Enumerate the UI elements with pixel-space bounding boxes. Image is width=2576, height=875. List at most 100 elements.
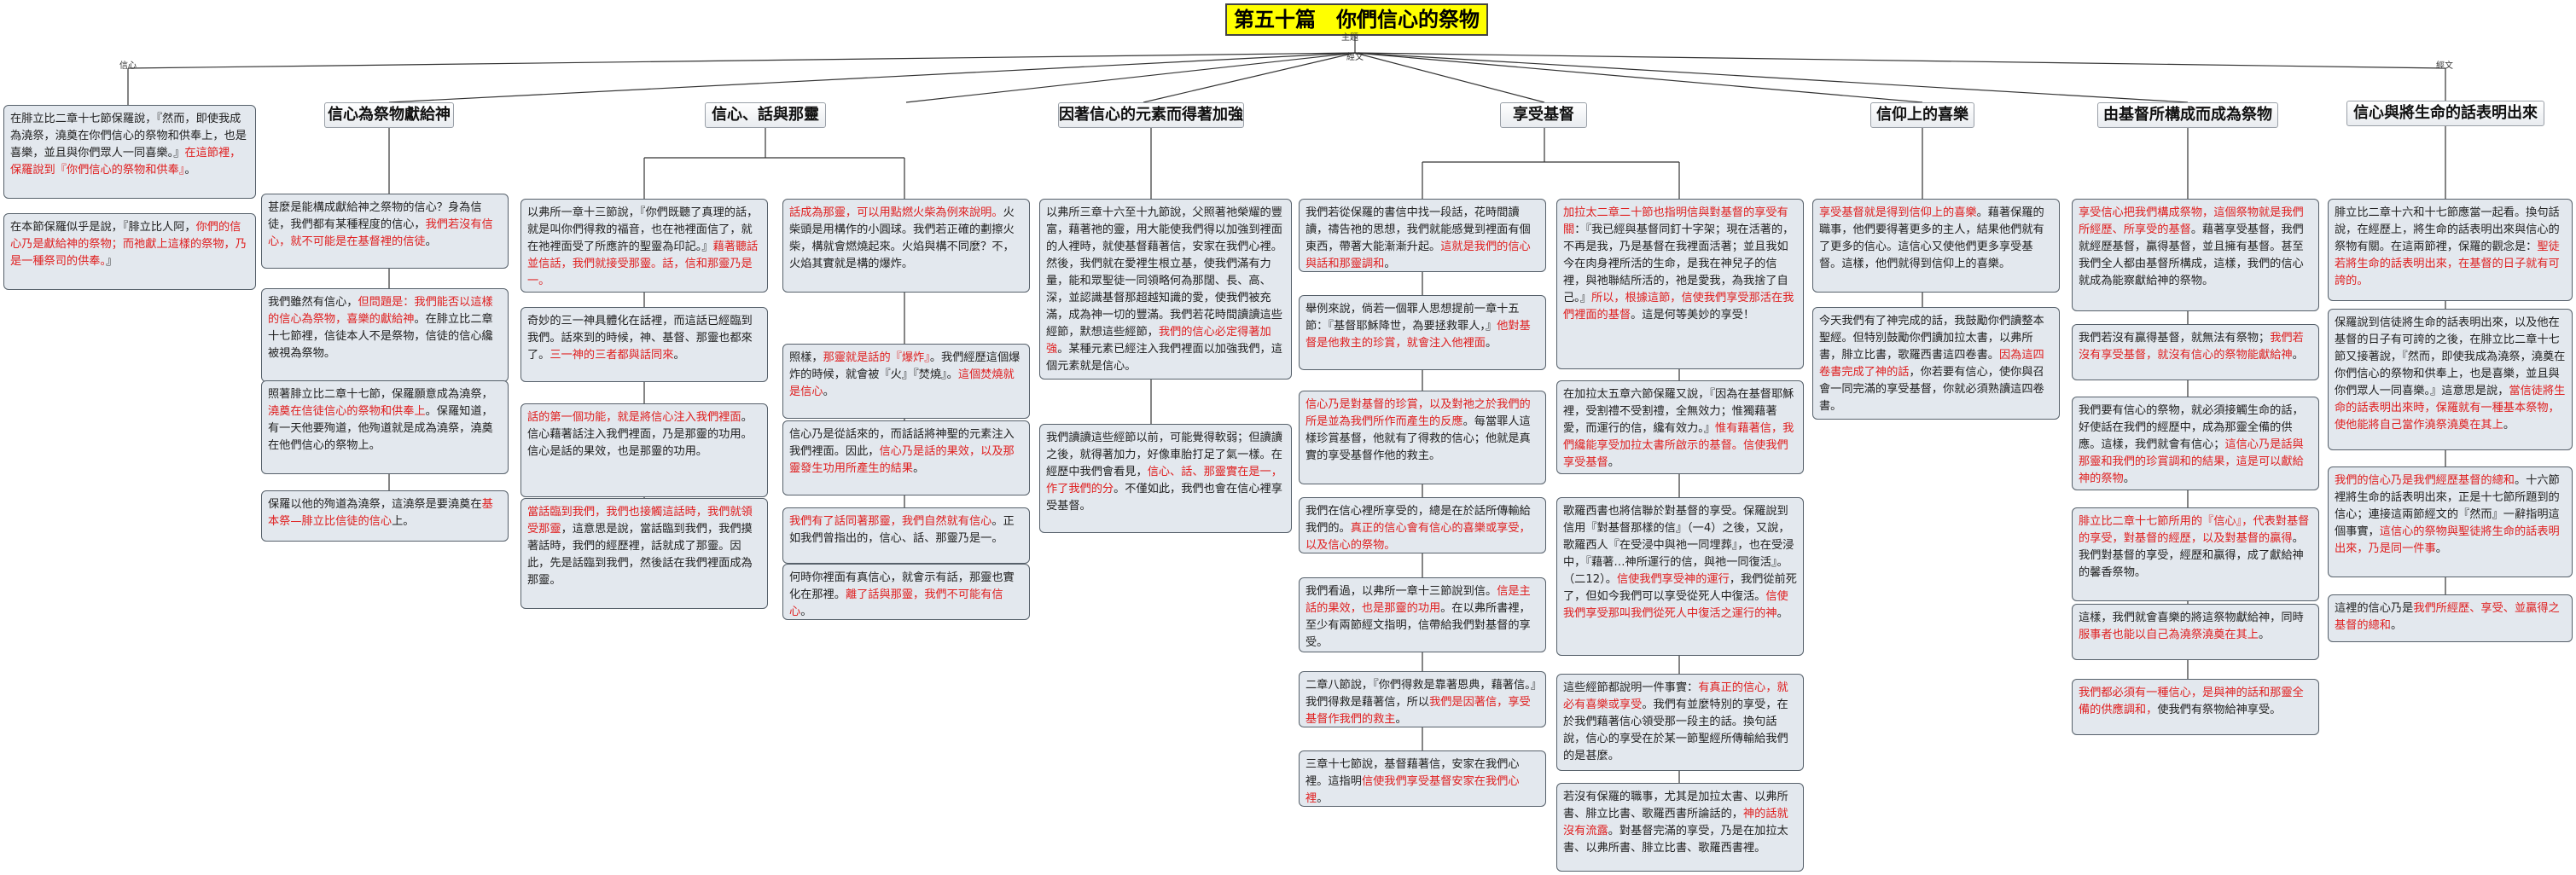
note-node[interactable]: 二章八節說，『你們得救是靠著恩典，藉著信。』我們得救是藉著信，所以我們是因著信，… [1299, 671, 1546, 727]
note-node[interactable]: 何時你裡面有真信心，就會示有話，那靈也實化在那裡。離了話與那靈，我們不可能有信心… [782, 564, 1030, 620]
body-text: 我們要有信心的祭物，就必須接觸生命的話，好使話在我們的經歷中，成為那靈全備的供應… [2079, 404, 2304, 451]
body-text: 歌羅西書也將信聯於對基督的享受。保羅說到信用『對基督那樣的信』（一4）之後，又說… [1563, 505, 1794, 586]
note-node[interactable]: 享受信心把我們構成祭物，這個祭物就是我們所經歷、所享受的基督。藉著享受基督，我們… [2072, 199, 2319, 311]
note-node[interactable]: 這裡的信心乃是我們所經歷、享受、並贏得之基督的總和。 [2328, 594, 2573, 642]
highlight-text: 信心乃是話的果效，以及那靈發生功用所產生的結果 [789, 445, 1015, 475]
body-text: 。不僅如此，我們也會在信心裡享受基督。 [1046, 483, 1282, 513]
highlight-text: 因為這四卷書完成了神的話 [1819, 349, 2044, 379]
body-text: 。 [673, 349, 685, 362]
branch-heading-strengthened[interactable]: 因著信心的元素而得著加強 [1058, 102, 1244, 128]
body-text: 在本節保羅似乎是說，『腓立比人阿， [10, 221, 196, 234]
body-text: 上。 [392, 515, 415, 528]
note-node[interactable]: 享受基督就是得到信仰上的喜樂。藉著保羅的職事，他們要得著更多的主人，結果他們就有… [1812, 199, 2060, 293]
highlight-text: 他對基督是他救主的珍賞，就會注入他裡面 [1305, 320, 1531, 350]
highlight-text: 離了話與那靈，我們不可能有信心 [789, 588, 1003, 618]
note-node[interactable]: 保羅以他的殉道為澆祭，這澆祭是要澆奠在基本祭—腓立比信徒的信心上。 [261, 490, 509, 542]
body-text: ，你若要有信心，使你與召會一同完滿的享受基督，你就必須熟讀這四卷書。 [1819, 366, 2044, 413]
connector-line [1354, 52, 2189, 103]
highlight-text: 神的話就沒有流露 [1563, 808, 1788, 837]
note-node[interactable]: 我們的信心乃是我們經歷基督的總和。十六節裡將生命的話表明出來，正是十七節所題到的… [2328, 466, 2573, 577]
note-node[interactable]: 保羅說到信徒將生命的話表明出來，以及他在基督的日子有可誇的之後，在腓立比二章十七… [2328, 309, 2573, 450]
note-node[interactable]: 歌羅西書也將信聯於對基督的享受。保羅說到信用『對基督那樣的信』（一4）之後，又說… [1556, 497, 1804, 656]
note-node[interactable]: 腓立比二章十六和十七節應當一起看。換句話說，在經歷上，將生命的話表明出來與信心的… [2328, 199, 2573, 301]
note-node[interactable]: 我們雖然有信心，但問題是：我們能否以這樣的信心為祭物，喜樂的獻給神。在腓立比二章… [261, 288, 509, 382]
note-node[interactable]: 三章十七節說，基督藉著信，安家在我們心裡。這指明信使我們享受基督安家在我們心裡。 [1299, 750, 1546, 807]
note-node[interactable]: 以弗所三章十六至十九節說，父照著祂榮耀的豐富，藉著祂的靈，用大能使我們得以加強到… [1039, 199, 1292, 380]
body-text: 在腓立比二章十七節保羅說，『然而，即使我成為澆祭，澆奠在你們信心的祭物和供奉上，… [10, 113, 247, 159]
body-text: 。每當罪人這樣珍賞基督，他就有了得救的信心；他就是真實的享受基督作他的救主。 [1305, 415, 1531, 462]
note-node[interactable]: 在加拉太五章六節保羅又說，『因為在基督耶穌裡，受割禮不受割禮，全無效力；惟獨藉著… [1556, 380, 1804, 474]
highlight-text: 我們所經歷、享受、並贏得之基督的總和 [2335, 602, 2560, 632]
note-node[interactable]: 這些經節都說明一件事實：有真正的信心，就必有喜樂或享受。我們有並麼特別的享受，在… [1556, 674, 1804, 771]
body-text: 。 [184, 164, 196, 177]
note-node[interactable]: 若沒有保羅的職事，尤其是加拉太書、以弗所書、腓立比書、歌羅西書所論話的，神的話就… [1556, 783, 1804, 872]
branch-heading-joy-of-faith[interactable]: 信仰上的喜樂 [1870, 102, 1974, 128]
body-text: 。我們經歷這個爆炸的時候，就會被『火』『焚燒』。 [789, 351, 1021, 381]
note-node[interactable]: 以弗所一章十三節說，『你們既聽了真理的話，就是叫你們得救的福音，也在祂裡面信了，… [520, 199, 768, 293]
branch-heading-word-of-life[interactable]: 信心與將生命的話表明出來 [2346, 101, 2544, 126]
branch-heading-constituted[interactable]: 由基督所構成而成為祭物 [2097, 102, 2278, 128]
highlight-text: 享受基督就是得到信仰上的喜樂 [1819, 206, 1977, 219]
body-text: 我們雖然有信心， [268, 296, 358, 309]
note-node[interactable]: 我們在信心裡所享受的，總是在於話所傳輸給我們的。真正的信心會有信心的喜樂或享受，… [1299, 497, 1546, 553]
highlight-text: 這個焚燒就是信心 [789, 368, 1015, 398]
branch-heading-faith-word-spirit[interactable]: 信心、話與那靈 [705, 102, 826, 128]
body-text: 。保羅知道，有一天他要殉道，他殉道就是成為澆祭，澆奠在他們信心的祭物上。 [268, 405, 493, 452]
note-node[interactable]: 話成為那靈，可以用點燃火柴為例來說明。火柴頭是用構作的小圓球。我們若正確的劃擦火… [782, 199, 1030, 293]
body-text: 二章八節說，『你們得救是靠著恩典，藉著信。』我們得救是藉著信，所以 [1305, 679, 1537, 709]
note-node[interactable]: 舉例來說，倘若一個罪人思想提前一章十五節：『基督耶穌降世，為要拯救罪人，』他對基… [1299, 295, 1546, 370]
connector-label: 主題 [1341, 33, 1358, 43]
note-node[interactable]: 腓立比二章十七節所用的『信心』，代表對基督的享受，對基督的經歷，以及對基督的贏得… [2072, 507, 2319, 601]
note-node[interactable]: 在本節保羅似乎是說，『腓立比人阿，你們的信心乃是獻給神的祭物；而祂獻上這樣的祭物… [3, 213, 256, 290]
note-node[interactable]: 信心乃是對基督的珍賞，以及對祂之於我們的所是並為我們所作而產生的反應。每當罪人這… [1299, 391, 1546, 484]
body-text: 。藉著享受基督，我們就經歷基督，贏得基督，並且擁有基督。甚至我們全人都由基督所構… [2079, 223, 2304, 287]
body-text: 。在腓立比二章十七節裡，信徒本人不是祭物，信徒的信心纔被視為祭物。 [268, 313, 493, 360]
highlight-text: 有真正的信心，就必有喜樂或享受 [1563, 681, 1788, 711]
note-node[interactable]: 我們有了話同著那靈，我們自然就有信心。正如我們曾指出的，信心、話、那靈乃是一。 [782, 507, 1030, 564]
root-title[interactable]: 第五十篇 你們信心的祭物 [1225, 3, 1488, 36]
highlight-text: 在這節裡，保羅說到『你們信心的祭物和供奉』 [10, 147, 241, 177]
note-node[interactable]: 照著腓立比二章十七節，保羅願意成為澆祭，澆奠在信徒信心的祭物和供奉上。保羅知道，… [261, 380, 509, 474]
body-text: 照樣， [789, 351, 823, 364]
note-node[interactable]: 奇妙的三一神具體化在話裡，而這話已經臨到我們。話來到的時候，神、基督、那靈也都來… [520, 307, 768, 382]
note-node[interactable]: 話的第一個功能，就是將信心注入我們裡面。信心藉著話注入我們裡面，乃是那靈的功用。… [520, 403, 768, 497]
body-text: 以弗所三章十六至十九節說，父照著祂榮耀的豐富，藉著祂的靈，用大能使我們得以加強到… [1046, 206, 1282, 339]
highlight-text: 我們的信心必定得著加強 [1046, 326, 1271, 356]
note-node[interactable]: 我們若從保羅的書信中找一段話，花時間讀讀，禱告祂的思想，我們就能感覺到裡面有個東… [1299, 199, 1546, 272]
body-text: 信心乃是從話來的，而話話將神聖的元素注入我們裡面。因此， [789, 428, 1015, 458]
highlight-text: 我們是因著信，享受基督作我們的救主 [1305, 696, 1531, 726]
body-text: 若沒有保羅的職事，尤其是加拉太書、以弗所書、腓立比書、歌羅西書所論話的， [1563, 791, 1788, 820]
note-node[interactable]: 加拉太二章二十節也指明信與對基督的享受有關：『我已經與基督同釘十字架；現在活著的… [1556, 199, 1804, 369]
highlight-text: 你們的信心乃是獻給神的祭物；而祂獻上這樣的祭物，乃是一種祭司的供奉。 [10, 221, 247, 268]
body-text: 我們讀讀這些經節以前，可能覺得軟弱；但讀讀之後，就得著加力，好像車胎打足了氣一樣… [1046, 432, 1282, 478]
note-node[interactable]: 我們都必須有一種信心，是與神的話和那靈全備的供應調和，使我們有祭物給神享受。 [2072, 679, 2319, 735]
note-node[interactable]: 我們若沒有贏得基督，就無法有祭物；我們若沒有享受基督，就沒有信心的祭物能獻給神。 [2072, 324, 2319, 380]
highlight-text: 這信心的祭物與聖徒將生命的話表明出來，乃是同一件事 [2335, 525, 2560, 555]
note-node[interactable]: 在腓立比二章十七節保羅說，『然而，即使我成為澆祭，澆奠在你們信心的祭物和供奉上，… [3, 105, 256, 199]
body-text: 。藉著保羅的職事，他們要得著更多的主人，結果他們就有了更多的信心。這信心又使他們… [1819, 206, 2044, 270]
branch-heading-enjoy-christ[interactable]: 享受基督 [1500, 102, 1587, 128]
note-node[interactable]: 當話臨到我們，我們也接觸這話時，我們就領受那靈，這意思是說，當話臨到我們，我們摸… [520, 498, 768, 609]
note-node[interactable]: 信心乃是從話來的，而話話將神聖的元素注入我們裡面。因此，信心乃是話的果效，以及那… [782, 420, 1030, 495]
body-text: 。十六節裡將生命的話表明出來，正是十七節所題到的信心；連接這兩節經文的『然而』一… [2335, 474, 2560, 538]
highlight-text: 真正的信心會有信心的喜樂或享受，以及信心的祭物。 [1305, 522, 1531, 552]
highlight-text: 信使我們享受神的運行 [1616, 573, 1730, 586]
body-text: ：『我已經與基督同釘十字架；現在活著的，不再是我，乃是基督在我裡面活著；並且我如… [1563, 223, 1794, 304]
body-text: 使我們有祭物給神享受。 [2157, 704, 2282, 716]
highlight-text: 基本祭—腓立比信徒的信心 [268, 498, 493, 528]
note-node[interactable]: 這樣，我們就會喜樂的將這祭物獻給神，同時服事者也能以自己為澆祭澆奠在其上。 [2072, 604, 2319, 660]
body-text: 。在以弗所書裡，至少有兩節經文指明，信帶給我們對基督的享受。 [1305, 602, 1531, 649]
body-text: 。 [425, 235, 437, 248]
branch-heading-offering[interactable]: 信心為祭物獻給神 [324, 102, 454, 128]
connector-line [1143, 52, 1356, 103]
highlight-text: 這信心乃是話與那靈和我們的珍賞調和的結果，這是可以獻給神的祭物 [2079, 438, 2304, 485]
note-node[interactable]: 我們要有信心的祭物，就必須接觸生命的話，好使話在我們的經歷中，成為那靈全備的供應… [2072, 397, 2319, 490]
body-text: 。我們對基督的享受，經歷和贏得，成了獻給神的馨香祭物。 [2079, 532, 2304, 579]
note-node[interactable]: 今天我們有了神完成的話，我鼓勵你們讀整本聖經。但特別鼓勵你們讀加拉太書，以弗所書… [1812, 307, 2060, 420]
note-node[interactable]: 照樣，那靈就是話的『爆炸』。我們經歷這個爆炸的時候，就會被『火』『焚燒』。這個焚… [782, 344, 1030, 419]
highlight-text: 當話臨到我們，我們也接觸這話時，我們就領受那靈 [527, 506, 753, 536]
note-node[interactable]: 甚麼是能構成獻給神之祭物的信心？身為信徒，我們都有某種程度的信心，我們若沒有信心… [261, 194, 509, 269]
note-node[interactable]: 我們讀讀這些經節以前，可能覺得軟弱；但讀讀之後，就得著加力，好像車胎打足了氣一樣… [1039, 424, 1292, 533]
body-text: 這些經節都說明一件事實： [1563, 681, 1699, 694]
note-node[interactable]: 我們看過，以弗所一章十三節說到信。信是主話的果效，也是那靈的功用。在以弗所書裡，… [1299, 577, 1546, 652]
